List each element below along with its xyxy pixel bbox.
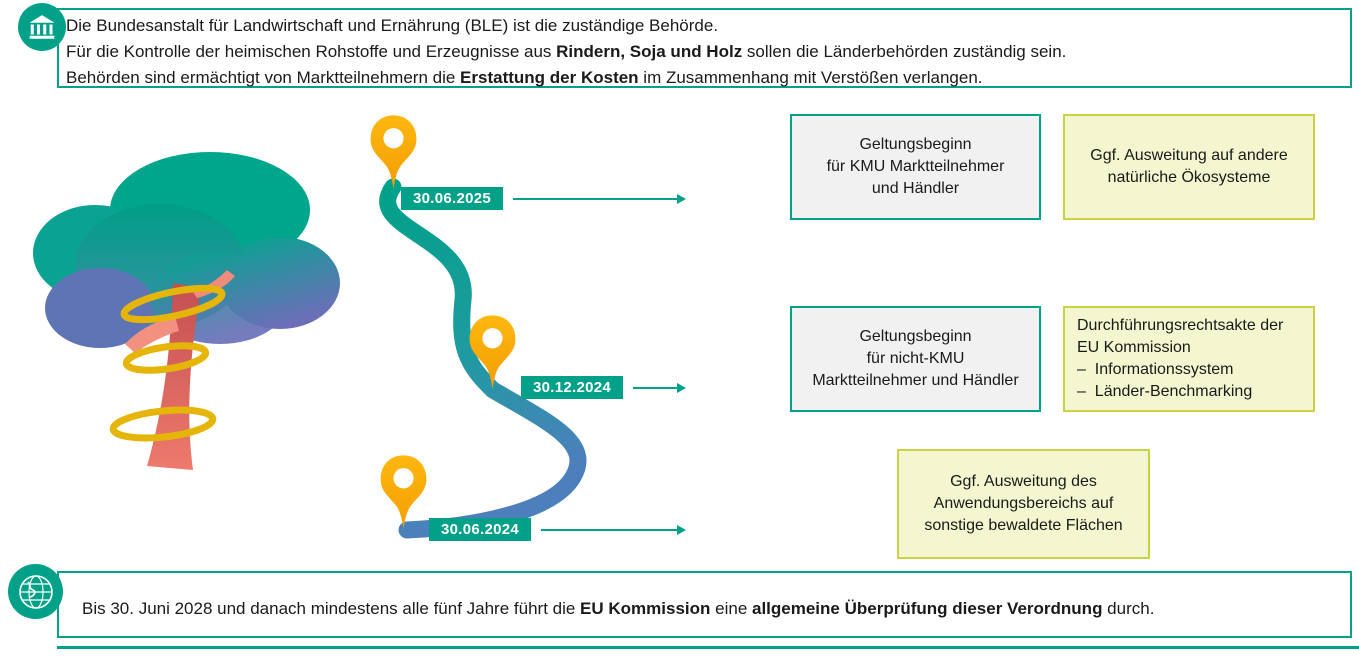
date-label-2024-dec: 30.12.2024 [521,376,624,399]
header-text: Die Bundesanstalt für Landwirtschaft und… [66,13,1066,91]
map-pin-icon [380,455,427,529]
arrow-2024-dec [633,383,686,393]
government-building-glyph [29,15,55,39]
box-kmu-line: Geltungsbeginn [859,136,972,153]
box-kmu: Geltungsbeginn für KMU Marktteilnehmer u… [790,114,1041,220]
map-pin-icon [370,115,417,189]
box-nicht-kmu-line: Geltungsbeginn [859,328,972,345]
box-ecosystems: Ggf. Ausweitung auf andere natürliche Ök… [1063,114,1315,220]
header-line-3: Behörden sind ermächtigt von Marktteilne… [66,68,983,87]
header-line-1: Die Bundesanstalt für Landwirtschaft und… [66,16,719,35]
globe-icon [8,564,63,619]
globe-glyph [18,574,53,609]
bottom-divider [57,646,1359,649]
box-nicht-kmu-line: für nicht-KMU [866,350,965,367]
timeline-path [379,178,587,539]
map-pin-icon [469,315,516,389]
date-label-2024-jun: 30.06.2024 [429,518,532,541]
box-anwendungsbereich-line: sonstige bewaldete Flächen [924,517,1123,534]
box-rechtsakte: Durchführungsrechtsakte der EU Kommissio… [1063,306,1315,412]
tree-illustration [33,152,340,470]
box-rechtsakte-line: – Länder-Benchmarking [1077,383,1253,400]
footer-text: Bis 30. Juni 2028 und danach mindestens … [82,599,1155,618]
box-kmu-line: für KMU Marktteilnehmer [826,158,1005,175]
box-anwendungsbereich-line: Anwendungsbereichs auf [933,495,1114,512]
header-box [57,8,1352,88]
government-building-icon [18,3,66,51]
box-anwendungsbereich-line: Ggf. Ausweitung des [950,473,1097,490]
footer-box [57,571,1352,638]
box-ecosystems-line: natürliche Ökosysteme [1107,169,1271,186]
box-nicht-kmu: Geltungsbeginn für nicht-KMU Marktteilne… [790,306,1041,412]
arrow-2025 [513,194,686,204]
box-rechtsakte-line: Durchführungsrechtsakte der [1077,317,1284,334]
arrow-2024-jun [541,525,686,535]
box-nicht-kmu-line: Marktteilnehmer und Händler [812,372,1019,389]
box-rechtsakte-line: EU Kommission [1077,339,1191,356]
box-ecosystems-line: Ggf. Ausweitung auf andere [1090,147,1288,164]
box-kmu-line: und Händler [871,180,960,197]
box-anwendungsbereich: Ggf. Ausweitung des Anwendungsbereichs a… [897,449,1150,559]
box-rechtsakte-line: – Informationssystem [1077,361,1234,378]
header-line-2: Für die Kontrolle der heimischen Rohstof… [66,42,1067,61]
date-label-2025: 30.06.2025 [401,187,504,210]
